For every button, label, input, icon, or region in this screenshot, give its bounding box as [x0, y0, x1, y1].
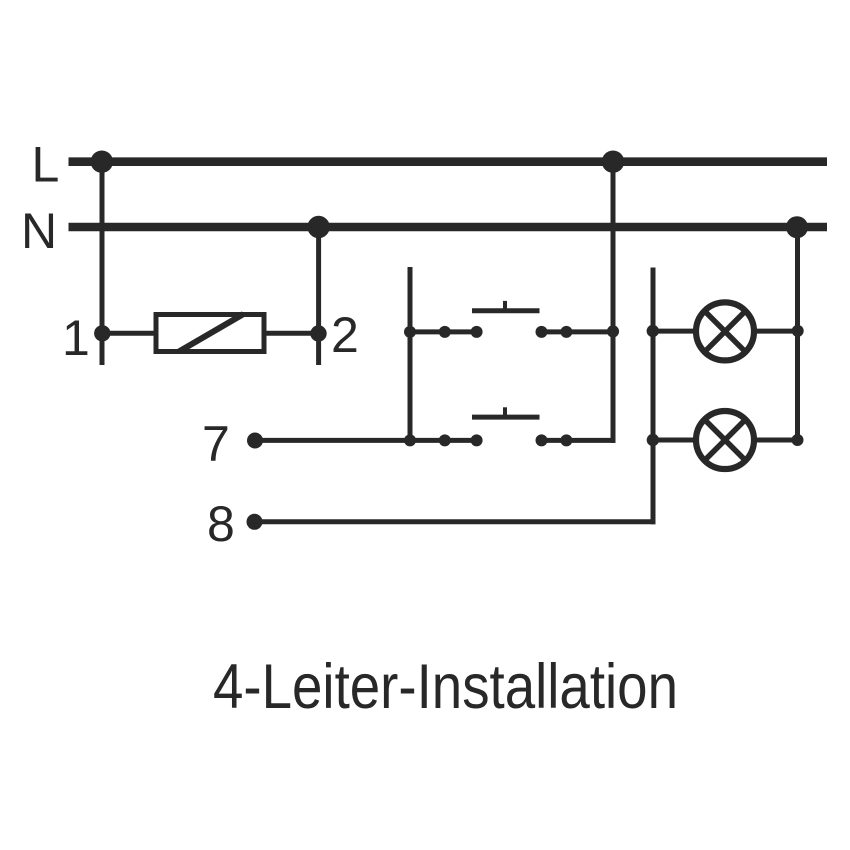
svg-text:8: 8 — [207, 496, 235, 552]
svg-text:2: 2 — [331, 307, 359, 363]
svg-text:1: 1 — [62, 310, 90, 366]
svg-text:4-Leiter-Installation: 4-Leiter-Installation — [213, 652, 678, 722]
svg-text:L: L — [32, 136, 60, 192]
svg-text:7: 7 — [202, 416, 230, 472]
svg-text:N: N — [21, 203, 57, 259]
